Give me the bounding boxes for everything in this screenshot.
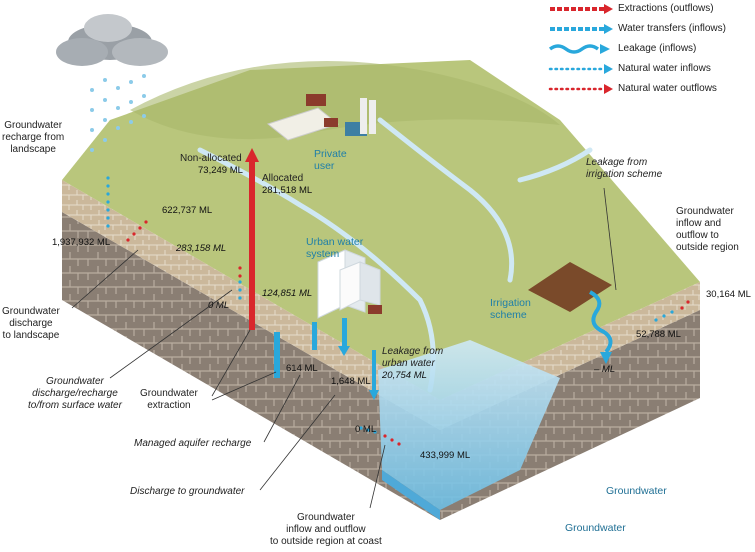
transfer-arrows	[338, 318, 379, 400]
legend-label: Natural water inflows	[618, 63, 711, 74]
value-region-outflow: 30,164 ML	[706, 289, 751, 300]
value-region-inflow: 52,788 ML	[636, 329, 681, 340]
private-user-farm	[266, 94, 376, 141]
leakage-arrow	[588, 290, 613, 364]
value-mar: 124,851 ML	[262, 288, 313, 299]
label-leakage-urban: Leakage from urban water	[382, 346, 444, 369]
legend-label: Leakage (inflows)	[618, 43, 697, 54]
extraction-arrows	[245, 148, 317, 378]
urban-buildings	[317, 249, 382, 319]
label-recharge-from-landscape: Groundwater recharge from landscape	[2, 120, 65, 155]
hill-shading	[130, 61, 560, 140]
left-rock-face	[62, 212, 440, 520]
legend-label: Extractions (outflows)	[618, 3, 714, 14]
label-managed-aquifer-recharge: Managed aquifer recharge	[134, 438, 252, 449]
legend-label: Water transfers (inflows)	[618, 23, 726, 34]
legend-item-extractions: Extractions (outflows)	[548, 2, 755, 16]
value-discharge-landscape: 622,737 ML	[162, 205, 213, 216]
label-leakage-irrigation: Leakage from irrigation scheme	[586, 157, 663, 180]
coastal-water	[378, 340, 560, 510]
label-discharge-to-groundwater: Discharge to groundwater	[130, 486, 245, 497]
water-edge	[382, 470, 440, 520]
legend: Extractions (outflows) Water transfers (…	[548, 0, 755, 100]
label-inflow-outflow-coast: Groundwater inflow and outflow to outsid…	[270, 512, 382, 547]
label-inflow-outflow-region: Groundwater inflow and outflow to outsid…	[676, 206, 739, 253]
legend-item-natural-inflows: Natural water inflows	[548, 62, 755, 76]
value-surface-recharge: 0 ML	[208, 300, 230, 311]
value-recharge-landscape: 1,937,932 ML	[52, 237, 111, 248]
label-discharge-recharge-surface: Groundwater discharge/recharge to/from s…	[28, 376, 122, 411]
natural-flow-dots	[106, 176, 690, 446]
label-groundwater-right: Groundwater	[606, 485, 667, 497]
legend-item-natural-outflows: Natural water outflows	[548, 82, 755, 96]
label-private-user: Private user	[314, 148, 347, 172]
value-leakage-irrigation: – ML	[594, 364, 616, 375]
label-groundwater-bottom: Groundwater	[565, 522, 626, 534]
raindrops	[90, 74, 146, 152]
legend-item-leakage: Leakage (inflows)	[548, 42, 755, 56]
label-groundwater-extraction: Groundwater extraction	[140, 388, 198, 411]
label-allocated: Allocated	[262, 173, 304, 184]
value-discharge-gw: 1,648 ML	[331, 376, 371, 387]
label-non-allocated: Non-allocated	[180, 153, 242, 164]
value-surface-discharge: 283,158 ML	[176, 243, 227, 254]
rain-cloud	[56, 14, 168, 152]
land-surface	[62, 60, 700, 400]
label-irrigation-scheme: Irrigation scheme	[490, 297, 531, 321]
irrigation-field	[528, 262, 612, 312]
label-discharge-to-landscape: Groundwater discharge to landscape	[2, 306, 60, 341]
value-coast-inflow: 0 ML	[355, 424, 377, 435]
label-urban-water-system: Urban water system	[306, 236, 364, 260]
value-allocated: 281,518 ML	[262, 185, 313, 196]
terrain-block	[62, 60, 700, 520]
value-coast-outflow: 433,999 ML	[420, 450, 471, 461]
value-non-allocated: 73,249 ML	[198, 165, 243, 176]
leader-lines	[71, 187, 617, 509]
river	[197, 117, 593, 393]
value-leakage-urban: 20,754 ML	[382, 370, 427, 381]
value-mar-inflow: 614 ML	[286, 363, 318, 374]
legend-item-transfers: Water transfers (inflows)	[548, 22, 755, 36]
legend-label: Natural water outflows	[618, 83, 717, 94]
